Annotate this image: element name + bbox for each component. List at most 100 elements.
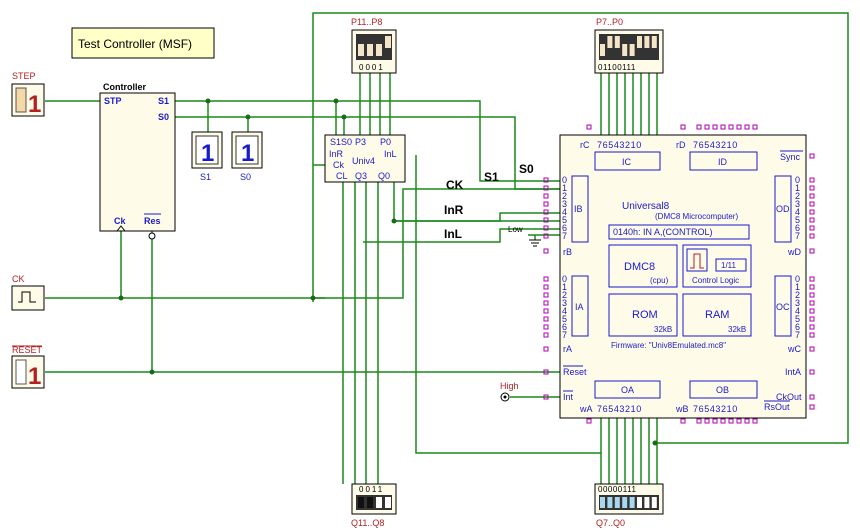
ck-input[interactable]: CK xyxy=(11,274,45,311)
pin-pad xyxy=(720,124,726,130)
switch-toggle xyxy=(607,36,613,48)
svg-text:IB: IB xyxy=(574,204,583,214)
junctions xyxy=(118,98,658,446)
pin-number: 6 xyxy=(562,223,567,233)
svg-text:P0: P0 xyxy=(380,137,391,147)
svg-text:P3: P3 xyxy=(355,137,366,147)
svg-text:IntA: IntA xyxy=(785,367,801,377)
svg-text:P11..P8: P11..P8 xyxy=(351,17,382,27)
pin-pad xyxy=(728,418,734,424)
controller-block[interactable]: Controller STP S1 S0 Ck Res xyxy=(99,82,176,240)
svg-text:Int: Int xyxy=(563,392,574,402)
u8-firmware: Firmware: "Univ8Emulated.mc8" xyxy=(611,341,726,350)
switch-toggle xyxy=(629,44,635,56)
svg-text:S0: S0 xyxy=(158,112,169,122)
svg-text:CL: CL xyxy=(336,171,348,181)
output-led xyxy=(651,497,657,508)
ck-label: CK xyxy=(12,274,25,284)
reset-label: RESET xyxy=(12,345,43,355)
svg-text:DMC8: DMC8 xyxy=(624,261,655,273)
pin-number: 4 xyxy=(562,207,567,217)
svg-text:S0: S0 xyxy=(240,172,251,182)
switch-toggle xyxy=(622,44,628,56)
pin-pad xyxy=(543,369,549,375)
svg-text:RAM: RAM xyxy=(705,309,729,321)
output-led xyxy=(614,497,620,508)
output-led xyxy=(629,497,635,508)
svg-text:IA: IA xyxy=(575,302,584,312)
svg-text:1: 1 xyxy=(201,140,214,167)
output-led xyxy=(644,497,650,508)
pin-number: 1 xyxy=(562,282,567,292)
svg-text:S0: S0 xyxy=(519,162,534,176)
step-label: STEP xyxy=(12,71,36,81)
pin-number: 2 xyxy=(795,191,800,201)
universal8-chip[interactable]: Universal8 (DMC8 Microcomputer) rC 76543… xyxy=(559,134,807,419)
pin-pad xyxy=(543,248,549,254)
pin-pad xyxy=(809,394,815,400)
pin-number: 5 xyxy=(795,314,800,324)
pin-pad xyxy=(809,217,815,223)
pin-pad xyxy=(736,124,742,130)
reset-input[interactable]: RESET 1 xyxy=(11,345,45,390)
svg-text:Q11..Q8: Q11..Q8 xyxy=(351,518,384,528)
svg-text:Q3: Q3 xyxy=(355,171,367,181)
svg-text:Ck: Ck xyxy=(333,160,344,170)
pin-pad xyxy=(744,124,750,130)
pin-pad xyxy=(752,418,758,424)
clock-icon xyxy=(18,291,36,303)
pin-pad xyxy=(704,124,710,130)
pin-number: 6 xyxy=(795,223,800,233)
svg-text:Res: Res xyxy=(144,216,161,226)
pin-number: 0 xyxy=(795,175,800,185)
svg-text:Reset: Reset xyxy=(563,367,587,377)
display-s0: 1 S0 xyxy=(231,131,263,182)
pin-number: 7 xyxy=(795,330,800,340)
univ4-chip[interactable]: S1S0 P3 P0 InR InL Ck Univ4 CL Q3 Q0 xyxy=(324,134,406,183)
svg-text:76543210: 76543210 xyxy=(597,140,642,150)
pin-pad xyxy=(809,308,815,314)
u8-instruction: 0140h: IN A,(CONTROL) xyxy=(613,227,713,237)
svg-text:STP: STP xyxy=(104,96,122,106)
svg-text:rA: rA xyxy=(563,344,572,354)
step-input[interactable]: STEP 1 xyxy=(11,71,45,118)
svg-text:S1: S1 xyxy=(158,96,169,106)
pin-pad xyxy=(809,153,815,159)
svg-text:High: High xyxy=(500,381,519,391)
univ4-name: Univ4 xyxy=(352,156,375,166)
pin-pad xyxy=(543,201,549,207)
pin-pad xyxy=(809,284,815,290)
pin-number: 7 xyxy=(795,231,800,241)
pin-pad xyxy=(543,217,549,223)
svg-text:wA: wA xyxy=(579,404,593,414)
pin-number: 7 xyxy=(562,330,567,340)
pin-number: 2 xyxy=(562,290,567,300)
pin-number: 1 xyxy=(795,183,800,193)
svg-text:S1: S1 xyxy=(200,172,211,182)
pin-pad xyxy=(744,418,750,424)
pin-pad xyxy=(809,233,815,239)
pin-number: 5 xyxy=(562,314,567,324)
svg-text:76543210: 76543210 xyxy=(693,140,738,150)
pin-pad xyxy=(543,233,549,239)
pin-pad xyxy=(752,124,758,130)
svg-text:1: 1 xyxy=(241,140,254,167)
pin-pad xyxy=(704,418,710,424)
pin-pad xyxy=(809,404,815,410)
pin-pad xyxy=(720,418,726,424)
pin-pad xyxy=(809,209,815,215)
pin-pad xyxy=(543,284,549,290)
pin-pad xyxy=(543,225,549,231)
switch-toggle xyxy=(367,44,373,56)
svg-text:01100111: 01100111 xyxy=(598,63,636,72)
pin-number: 5 xyxy=(562,215,567,225)
svg-text:IC: IC xyxy=(622,157,632,167)
pin-pad xyxy=(543,177,549,183)
pin-pad xyxy=(543,209,549,215)
svg-text:S1S0: S1S0 xyxy=(330,137,352,147)
pin-pad xyxy=(728,124,734,130)
pin-pad xyxy=(809,300,815,306)
title-box: Test Controller (MSF) xyxy=(71,27,215,59)
svg-text:P7..P0: P7..P0 xyxy=(596,17,623,27)
